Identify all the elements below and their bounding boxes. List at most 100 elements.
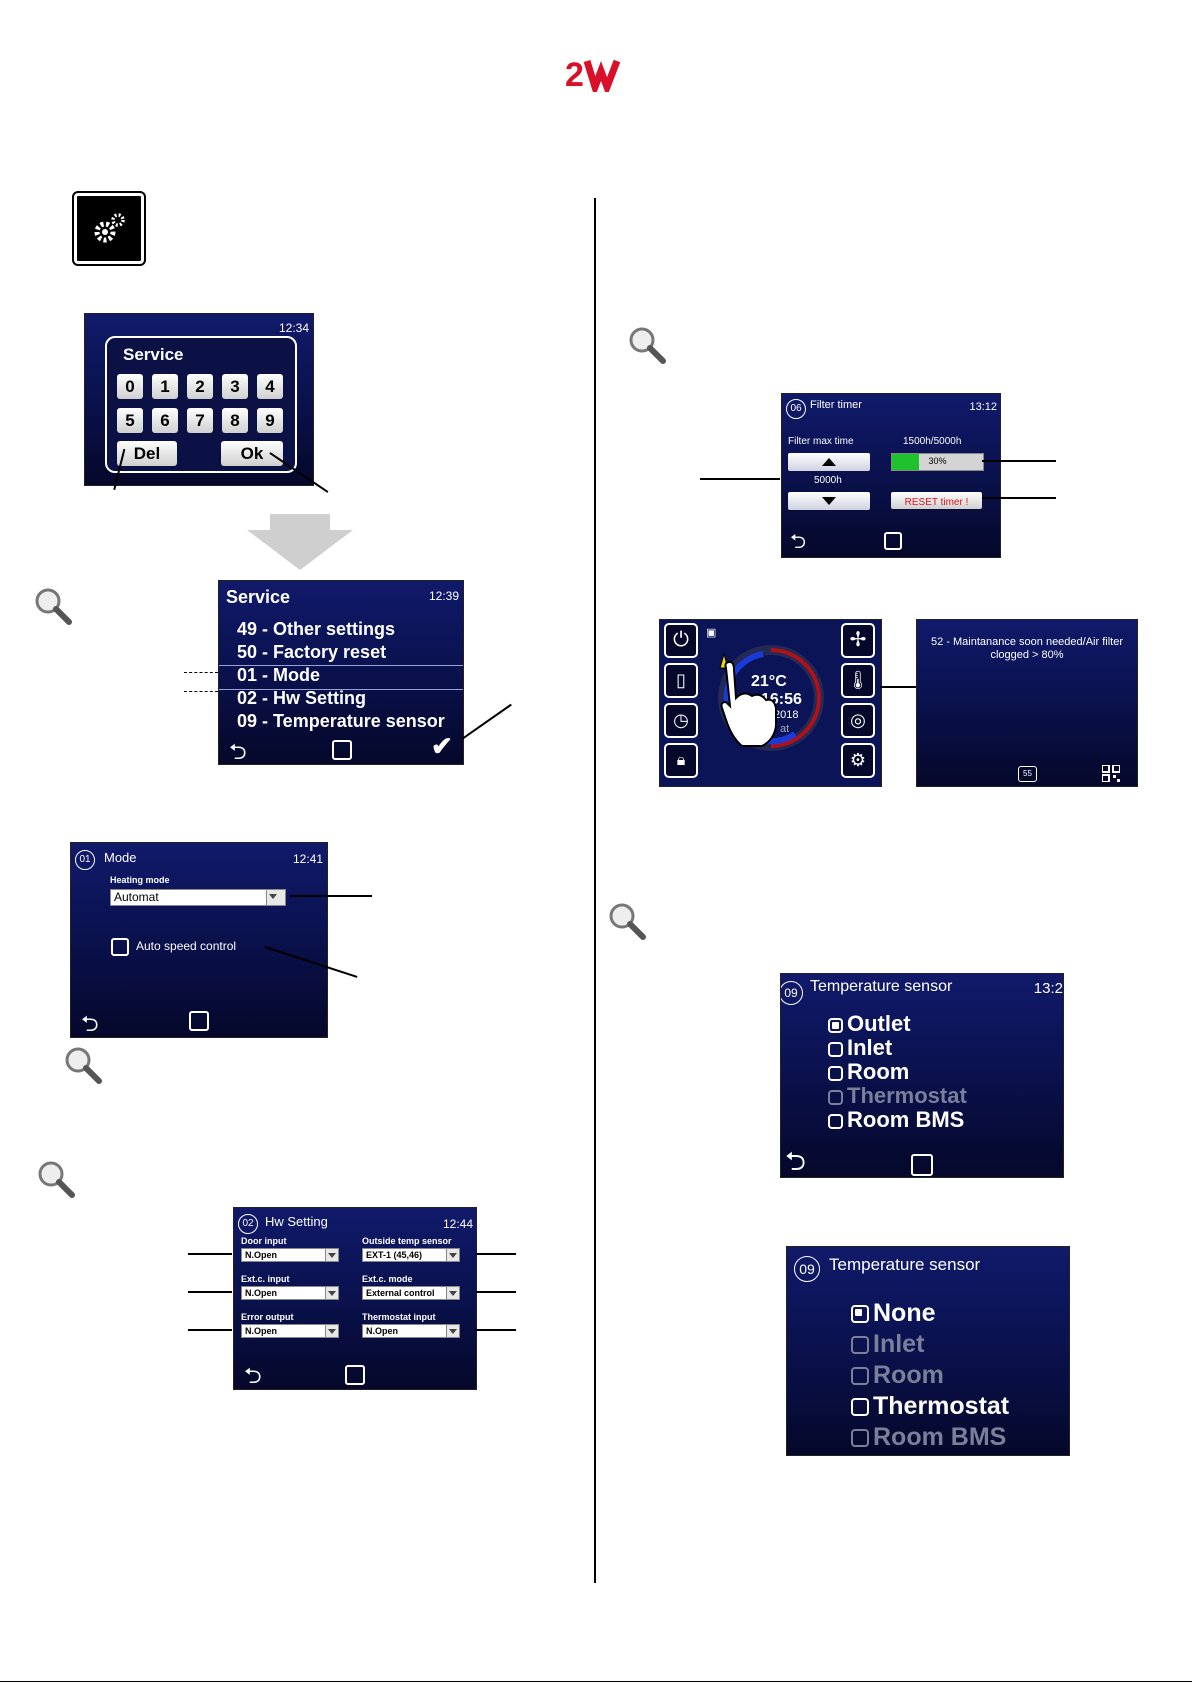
key-1[interactable]: 1 [152, 374, 178, 399]
filter-timer-screen: 06 Filter timer 13:12 Filter max time 50… [781, 393, 1001, 558]
callout-dashed [184, 672, 218, 692]
arrow-down-icon [822, 497, 836, 505]
confirm-check-icon[interactable]: ✔ [431, 731, 453, 761]
door-input-select[interactable]: N.Open [241, 1248, 339, 1262]
key-9[interactable]: 9 [257, 408, 283, 433]
callout-error-output [188, 1329, 232, 1331]
callout-progress [982, 460, 1056, 462]
chevron-down-icon [446, 1325, 459, 1337]
key-5[interactable]: 5 [117, 408, 143, 433]
outside-temp-select[interactable]: EXT-1 (45,46) [362, 1248, 460, 1262]
auto-speed-label: Auto speed control [136, 939, 237, 953]
option-label: Room BMS [847, 1107, 965, 1132]
outside-temp-value: EXT-1 (45,46) [366, 1250, 423, 1260]
qr-code-icon[interactable] [1101, 764, 1121, 783]
heating-mode-label: Heating mode [110, 875, 170, 885]
settings-button[interactable]: ⚙ [841, 743, 875, 778]
callout-heating-mode [290, 895, 372, 897]
notification-icon: ▣ [706, 627, 717, 639]
option-label: Room BMS [873, 1423, 1007, 1451]
sensor-option-thermostat: Thermostat [828, 1083, 967, 1109]
callout-extc-mode [476, 1291, 516, 1293]
extc-mode-select[interactable]: External control [362, 1286, 460, 1300]
home-icon[interactable] [345, 1365, 365, 1385]
door-input-value: N.Open [245, 1250, 278, 1260]
flow-down-arrow [245, 514, 355, 570]
screen-title: Temperature sensor [829, 1255, 981, 1274]
magnifier-icon [33, 586, 73, 631]
menu-item-other-settings[interactable]: 49 - Other settings [237, 619, 396, 639]
home-mode: at [780, 723, 790, 735]
reset-timer-label: RESET timer ! [904, 497, 969, 508]
power-button[interactable]: ⏻ [664, 623, 698, 658]
auto-speed-checkbox[interactable] [111, 938, 129, 956]
alert-screen: 52 - Maintanance soon needed/Air filter … [916, 619, 1138, 787]
sensor-option-room[interactable]: Room [828, 1059, 909, 1085]
sensor-option-inlet[interactable]: Inlet [828, 1035, 892, 1061]
decrease-button[interactable] [788, 492, 870, 510]
option-label: Inlet [873, 1330, 925, 1358]
screen-number-badge: 06 [786, 399, 806, 419]
alert-code-badge: 55 [1018, 766, 1037, 782]
menu-item-hw-setting[interactable]: 02 - Hw Setting [237, 688, 367, 708]
menu-item-mode[interactable]: 01 - Mode [237, 665, 321, 685]
radio-checked-icon [851, 1305, 869, 1323]
column-divider [594, 198, 596, 1583]
option-label: Inlet [847, 1035, 893, 1060]
back-icon[interactable]: ⮌ [81, 1011, 99, 1036]
filter-progress-bar: 30% [891, 453, 984, 471]
back-icon[interactable]: ⮌ [229, 739, 247, 764]
chart-button[interactable]: ◎ [841, 703, 875, 738]
thermostat-input-select[interactable]: N.Open [362, 1324, 460, 1338]
thermometer-button[interactable]: 🌡︎ [841, 663, 875, 698]
option-label: Room [873, 1361, 944, 1389]
chevron-down-icon [446, 1287, 459, 1299]
key-3[interactable]: 3 [222, 374, 248, 399]
clock: 12:41 [292, 852, 323, 866]
key-7[interactable]: 7 [187, 408, 213, 433]
chevron-down-icon [325, 1249, 338, 1261]
reset-timer-button[interactable]: RESET timer ! [891, 492, 982, 509]
fan-button[interactable]: ✢ [841, 623, 875, 658]
key-2[interactable]: 2 [187, 374, 213, 399]
extc-mode-value: External control [366, 1288, 435, 1298]
extc-input-select[interactable]: N.Open [241, 1286, 339, 1300]
home-icon[interactable] [911, 1154, 933, 1176]
timer-button[interactable]: ◷ [664, 703, 698, 738]
radio-icon [828, 1114, 843, 1129]
menu-item-temperature-sensor[interactable]: 09 - Temperature sensor [237, 711, 445, 731]
key-0[interactable]: 0 [117, 374, 143, 399]
callout-reset [982, 497, 1056, 499]
home-icon[interactable] [884, 532, 902, 550]
error-output-value: N.Open [245, 1326, 278, 1336]
screen-number-badge: 01 [75, 850, 95, 870]
service-menu-screen: Service 12:39 49 - Other settings 50 - F… [218, 580, 464, 765]
sensor-option-thermostat[interactable]: Thermostat [851, 1392, 1009, 1421]
back-icon[interactable]: ⮌ [785, 1146, 806, 1176]
sensor-option-room: Room [851, 1361, 944, 1390]
clock: 12:39 [428, 589, 459, 603]
option-label: None [873, 1299, 936, 1327]
sensor-option-outlet[interactable]: Outlet [828, 1011, 911, 1037]
callout-outside-temp [476, 1253, 516, 1255]
error-output-select[interactable]: N.Open [241, 1324, 339, 1338]
home-icon[interactable] [189, 1011, 209, 1031]
sensor-option-none[interactable]: None [851, 1299, 936, 1328]
door-button[interactable]: ▯ [664, 663, 698, 698]
lock-button[interactable]: 🔒︎ [664, 743, 698, 778]
key-6[interactable]: 6 [152, 408, 178, 433]
key-4[interactable]: 4 [257, 374, 283, 399]
temp-sensor-screen-2: 09 Temperature sensor None Inlet Room Th… [786, 1246, 1070, 1456]
radio-icon [851, 1398, 869, 1416]
back-icon[interactable]: ⮌ [790, 531, 807, 553]
magnifier-icon [627, 325, 667, 370]
menu-item-factory-reset[interactable]: 50 - Factory reset [237, 642, 387, 662]
increase-button[interactable] [788, 453, 870, 471]
key-8[interactable]: 8 [222, 408, 248, 433]
heating-mode-select[interactable]: Automat [110, 889, 286, 906]
back-icon[interactable]: ⮌ [244, 1363, 262, 1388]
del-button[interactable]: Del [117, 441, 177, 466]
sensor-option-room-bms[interactable]: Room BMS [828, 1107, 964, 1133]
menu-selection-bar [219, 665, 463, 690]
home-icon[interactable] [332, 740, 352, 760]
